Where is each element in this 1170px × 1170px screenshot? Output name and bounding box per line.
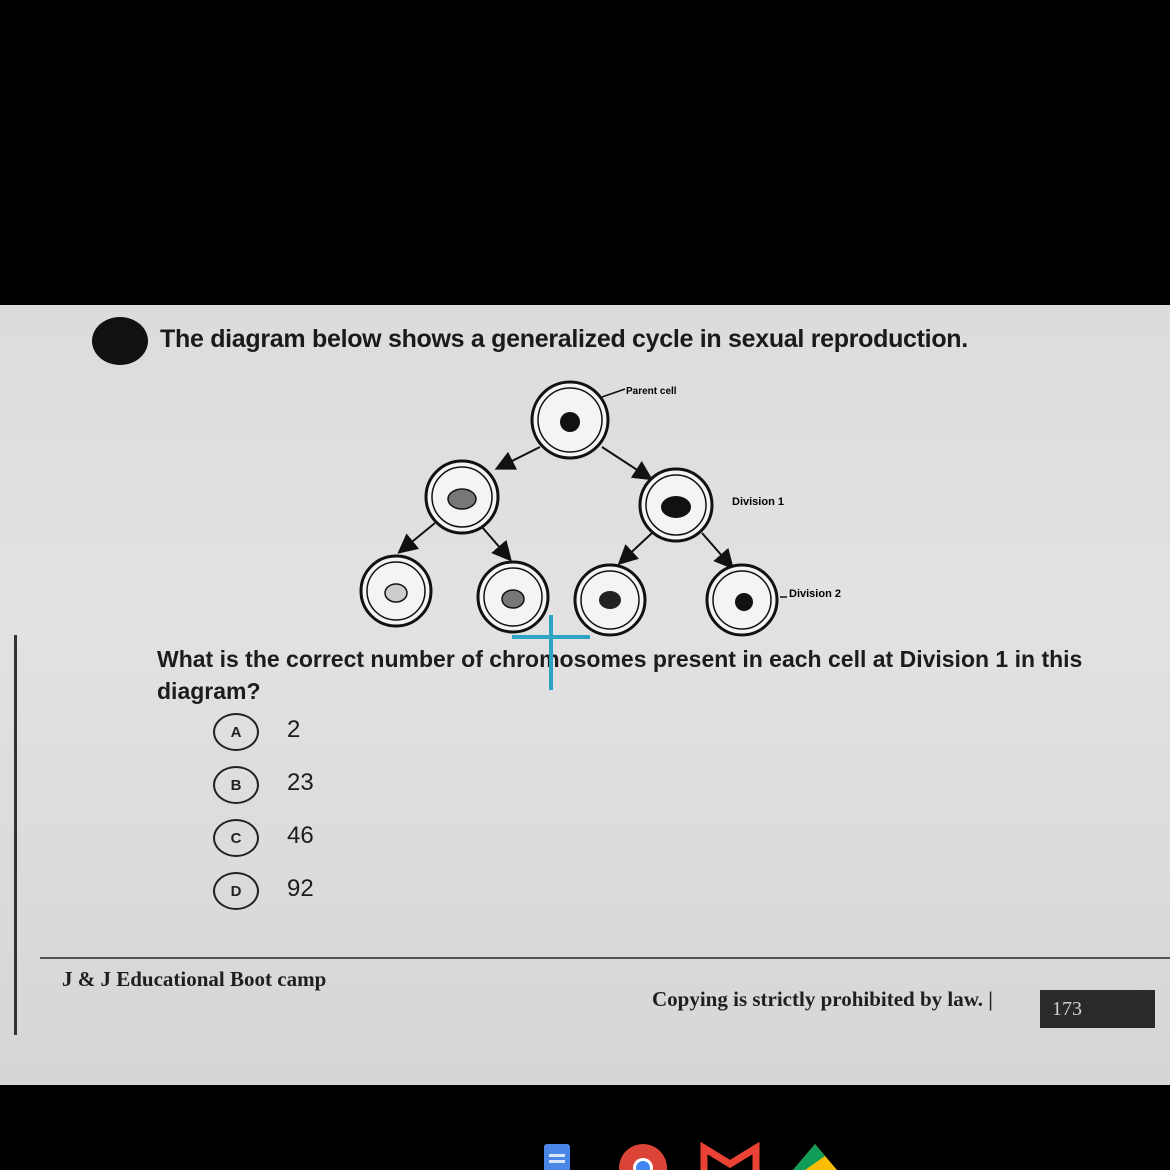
arrow [701,532,734,570]
option-value: 23 [287,769,314,796]
arrow [397,522,436,554]
parent-cell [530,380,610,460]
arrow [481,526,512,562]
division1-label: Division 1 [732,496,784,508]
footer-divider [40,957,1170,959]
footer-publisher: J & J Educational Boot camp [62,967,327,991]
division2-cell-3 [573,563,647,637]
division2-cell-1 [359,554,433,628]
option-letter[interactable]: A [213,713,259,751]
division2-cell-4 [705,563,779,637]
question-text: What is the correct number of chromosome… [157,646,1083,704]
drive-icon[interactable] [785,1140,845,1170]
option-letter[interactable]: D [213,872,259,910]
parent-label-leader [601,388,626,398]
question-number-badge [92,317,148,365]
division2-cell-2 [476,560,550,634]
division1-cell-left [424,459,500,535]
option-letter[interactable]: B [213,766,259,804]
division1-cell-right [638,467,714,543]
option-letter[interactable]: C [213,819,259,857]
footer-copyright: Copying is strictly prohibited by law. | [652,987,993,1011]
docs-icon[interactable] [540,1140,580,1170]
division2-label: Division 2 [789,588,841,600]
option-value: 2 [287,716,301,743]
arrow [617,532,653,566]
meiosis-diagram: Parent cell Division 1 [359,380,841,637]
crosshair-cursor-vertical [549,615,553,690]
crosshair-cursor-horizontal [512,635,590,639]
parent-cell-label: Parent cell [626,386,677,397]
gmail-icon[interactable] [700,1140,760,1170]
margin-rule [14,635,17,1035]
worksheet-page: The diagram below shows a generalized cy… [0,305,1170,1085]
page-number: 173 [1040,990,1155,1028]
chrome-icon[interactable] [618,1140,668,1170]
option-value: 92 [287,875,314,902]
arrow [601,446,654,481]
question-intro: The diagram below shows a generalized cy… [160,325,968,353]
arrow [494,446,541,470]
option-value: 46 [287,822,314,849]
taskbar [0,1085,1170,1170]
